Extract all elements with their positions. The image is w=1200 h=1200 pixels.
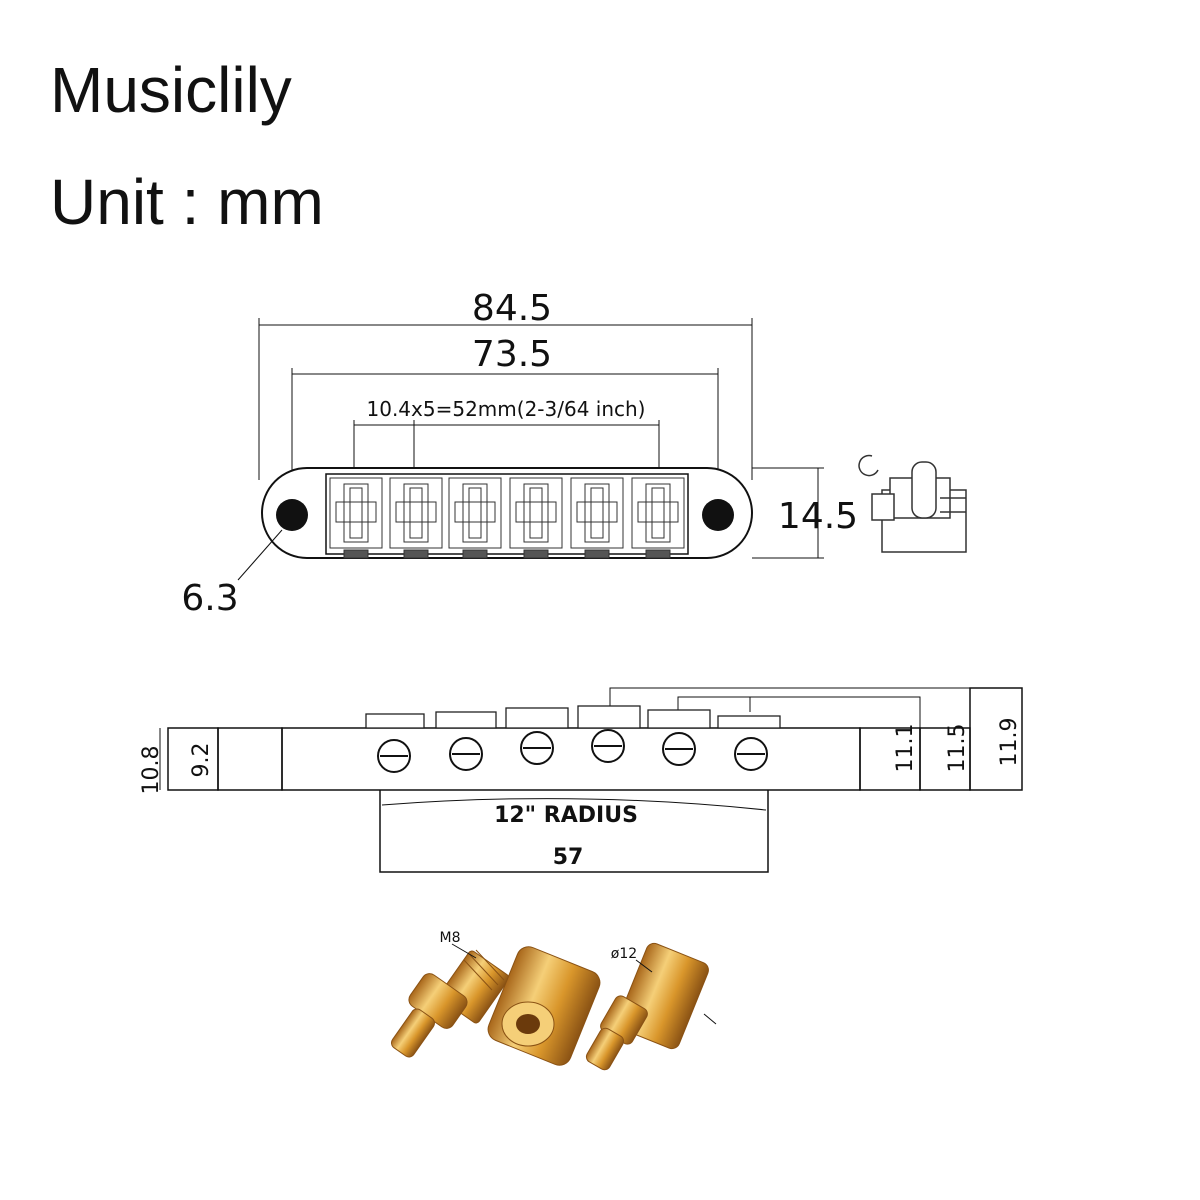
diameter-label: ø12	[611, 946, 637, 962]
side-view	[159, 687, 1023, 873]
saddle-group	[329, 477, 685, 559]
left-inner-height-label: 9.2	[189, 743, 214, 778]
height-3-label: 11.9	[997, 718, 1022, 767]
side-screws	[377, 729, 768, 773]
saddle	[570, 477, 624, 559]
height-2-label: 11.5	[945, 724, 970, 773]
saddle	[329, 477, 383, 559]
thread-stud-image	[391, 949, 510, 1058]
saddle-spacing-label: 10.4x5=52mm(2-3/64 inch)	[367, 397, 646, 421]
depth-label: 14.5	[778, 496, 858, 537]
insert-sleeve-image	[487, 946, 601, 1066]
saddle	[631, 477, 685, 559]
saddle	[448, 477, 502, 559]
top-view	[237, 318, 824, 581]
saddle	[389, 477, 443, 559]
post-spacing-label: 73.5	[472, 334, 552, 375]
hole-diameter-label: 6.3	[181, 578, 238, 619]
thread-label: M8	[440, 930, 461, 946]
base-width-label: 57	[553, 845, 584, 870]
hardware-arrows	[451, 943, 717, 1025]
brand-title: Musiclily	[50, 54, 292, 126]
assembled-stud-image	[585, 942, 709, 1071]
height-1-label: 11.1	[893, 724, 918, 773]
radius-label: 12" RADIUS	[494, 803, 638, 828]
unit-label: Unit : mm	[50, 166, 324, 238]
overall-length-label: 84.5	[472, 288, 552, 329]
left-outer-height-label: 10.8	[139, 746, 164, 795]
saddle	[509, 477, 563, 559]
side-profile-detail	[858, 454, 967, 553]
side-saddles	[365, 705, 781, 729]
